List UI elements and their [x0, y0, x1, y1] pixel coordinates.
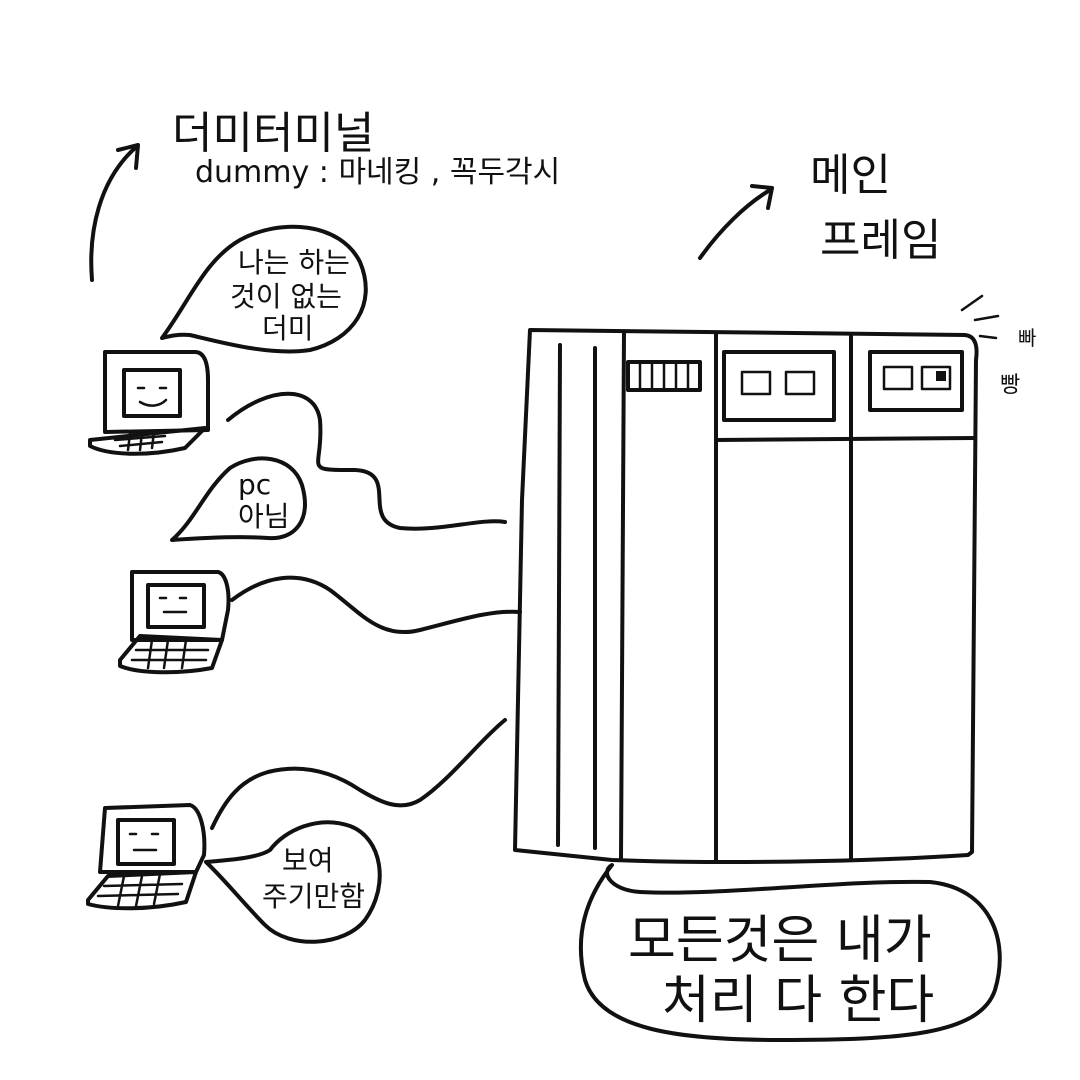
dummy-terminal-title: 더미터미널	[172, 108, 374, 159]
bubble-top-line3: 더미	[262, 312, 314, 345]
caption-bubble: 모든것은 내가 처리 다 한다	[578, 863, 1002, 1042]
cabinet-shelf	[714, 436, 977, 442]
mainframe-title-line2: 프레임	[820, 215, 941, 266]
bubble-bottom-outline	[204, 820, 382, 944]
cabinet-outline	[513, 328, 979, 865]
terminal-2-face	[158, 596, 188, 614]
caption-line1: 모든것은 내가	[628, 911, 932, 971]
terminal-2-monitor	[130, 570, 231, 642]
wire-middle	[230, 575, 522, 634]
terminal-1-monitor	[103, 350, 210, 434]
arrow-up-right	[698, 184, 774, 260]
mainframe-label: 메인 프레임	[698, 150, 941, 266]
terminal-3-keys	[96, 872, 184, 908]
caption-line2: 처리 다 한다	[662, 971, 934, 1031]
dummy-terminal-label: 더미터미널 dummy : 마네킹 , 꼭두각시	[89, 108, 560, 282]
mainframe-cabinet	[513, 328, 979, 865]
terminal-3-monitor	[98, 803, 207, 874]
terminal-1-face	[136, 386, 168, 407]
cabinet-rail-1	[556, 343, 562, 847]
mainframe-title-line1: 메인	[810, 150, 891, 201]
dummy-terminal-2	[118, 570, 231, 675]
terminal-2-screen	[146, 583, 206, 629]
drive-window-left	[722, 350, 836, 422]
terminal-2-keyboard	[118, 634, 224, 675]
drive-reel-2	[784, 370, 816, 396]
wire-bottom	[210, 718, 507, 830]
bubble-middle-outline	[170, 456, 307, 542]
indicator-light	[936, 371, 946, 381]
terminal-3-face	[128, 832, 160, 852]
shine-text-1: 빠	[1018, 326, 1036, 350]
bubble-top: 나는 하는 것이 없는 더미	[160, 224, 368, 354]
bubble-bottom-line1: 보여	[282, 844, 334, 877]
terminal-3-screen	[116, 818, 176, 866]
shine-lines	[960, 294, 1000, 340]
drive-reel-1	[740, 370, 772, 396]
arrow-up-left	[89, 143, 140, 282]
vent-slats	[638, 362, 690, 392]
caption-bubble-outline	[578, 863, 1002, 1042]
dummy-terminal-1	[88, 350, 210, 456]
drive-reel-3	[882, 365, 914, 391]
bubble-top-line2: 것이 없는	[230, 280, 342, 313]
terminal-1-keys	[113, 430, 167, 452]
cabinet-divider-1	[619, 330, 626, 860]
drive-window-right	[868, 350, 964, 412]
bubble-top-line1: 나는 하는	[238, 246, 350, 279]
bubble-middle: pc 아님	[170, 456, 307, 542]
bubble-bottom: 보여 주기만함	[204, 820, 382, 944]
drive-reel-4	[920, 365, 952, 391]
terminal-1-screen	[122, 368, 182, 418]
bubble-middle-line1: pc	[238, 468, 271, 501]
bubble-bottom-line2: 주기만함	[262, 880, 365, 913]
bubble-top-outline	[160, 224, 368, 354]
dummy-terminal-subtitle: dummy : 마네킹 , 꼭두각시	[195, 155, 560, 190]
dummy-terminal-3	[86, 803, 207, 911]
terminal-2-keys	[130, 638, 210, 670]
terminal-1-keyboard	[88, 426, 207, 456]
shine-text-2: 빵	[1000, 373, 1020, 398]
shine-marks: 빠 빵	[960, 294, 1036, 398]
bubble-middle-line2: 아님	[238, 500, 290, 533]
terminal-3-keyboard	[86, 870, 198, 911]
wire-top	[226, 391, 507, 531]
